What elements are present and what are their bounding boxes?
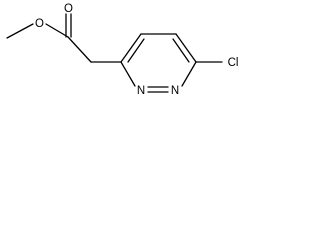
- bond-ring-c3-c4-inner: [127, 38, 145, 63]
- bond-ring-c6-n1: [181, 61, 197, 87]
- carbonyl-oxygen-label: O: [64, 3, 73, 15]
- chemical-structure: O O Cl N N: [6, 3, 239, 97]
- bond-ring-n2-c3: [120, 61, 136, 87]
- bond-methyl-oxygen: [6, 23, 34, 39]
- bond-carbonyl-ch2: [67, 36, 92, 63]
- bond-oxygen-carbonyl: [45, 23, 69, 38]
- ring-nitrogen-right-label: N: [171, 85, 179, 97]
- bond-ring-c5-c6-inner: [172, 38, 190, 63]
- ring-nitrogen-left-label: N: [137, 85, 145, 97]
- ester-oxygen-label: O: [35, 18, 44, 30]
- bond-ring-c5-c6: [175, 33, 197, 63]
- bond-ring-c3-c4: [120, 33, 142, 63]
- chlorine-label: Cl: [228, 57, 239, 69]
